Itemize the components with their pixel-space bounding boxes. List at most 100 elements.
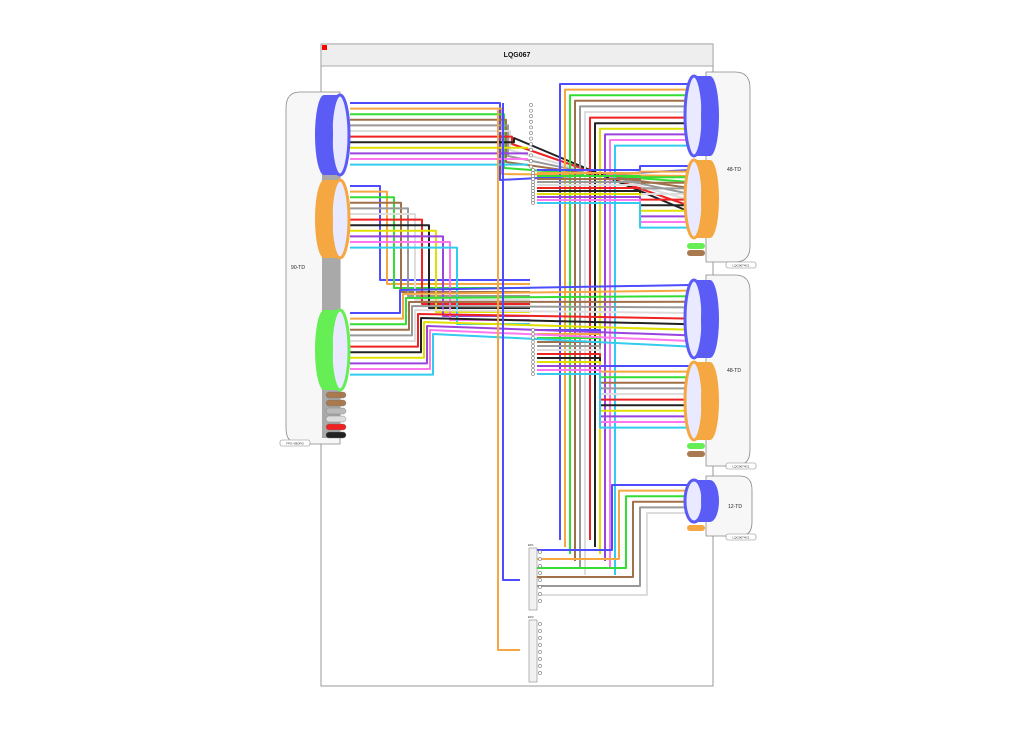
panel2-port-2[interactable]	[538, 629, 542, 633]
fiber-tube3-6[interactable]	[350, 309, 691, 342]
fiber-column-7[interactable]	[589, 116, 690, 540]
splice-point-a7[interactable]	[529, 136, 533, 141]
fiber-tube2-8[interactable]	[350, 224, 530, 309]
fiber-column-10[interactable]	[604, 133, 690, 561]
fiber-tube3-8[interactable]	[350, 317, 691, 354]
fiber-tube2-link-4[interactable]	[537, 178, 690, 184]
splice-point-a3[interactable]	[529, 114, 533, 119]
panel2-port-3[interactable]	[538, 636, 542, 640]
spare-stub-4	[325, 415, 347, 423]
right-small-cable-tag[interactable]	[725, 533, 757, 541]
splice-point-c4[interactable]	[531, 340, 535, 344]
fiber-tube2-link-2[interactable]	[537, 170, 690, 174]
fiber-column-3[interactable]	[569, 94, 690, 554]
left-tube-green-mouth	[329, 308, 351, 392]
splice-point-a1[interactable]	[529, 103, 533, 107]
right-top-cable-tag-label: LQG0674G1	[732, 264, 749, 268]
fiber-tube3-3[interactable]	[350, 295, 691, 326]
fiber-tube4-5[interactable]	[537, 506, 690, 587]
main-cable-tag[interactable]	[279, 439, 311, 447]
splice-point-c6[interactable]	[531, 348, 535, 352]
left-tube-orange	[315, 178, 351, 260]
splice-point-c3[interactable]	[531, 336, 535, 340]
fiber-tube4-3[interactable]	[537, 495, 690, 569]
fiber-column-6[interactable]	[584, 111, 690, 575]
fiber-column-1[interactable]	[559, 83, 690, 540]
right-mid-cable-tag[interactable]	[725, 462, 757, 470]
fiber-tube2-1[interactable]	[350, 185, 530, 281]
panel1-port-4[interactable]	[538, 571, 542, 575]
splice-point-a10[interactable]	[529, 153, 533, 158]
fiber-long-blue[interactable]	[502, 103, 520, 581]
splice-point-c12[interactable]	[531, 372, 535, 376]
fiber-tube2-9[interactable]	[350, 229, 530, 313]
fiber-column-11[interactable]	[609, 139, 690, 568]
splice-point-c2[interactable]	[531, 332, 535, 336]
fiber-tube4-6[interactable]	[537, 512, 690, 596]
fiber-tube3-4[interactable]	[350, 300, 691, 331]
fiber-tube3-2[interactable]	[350, 289, 691, 320]
right-mid-stub-2	[687, 451, 705, 457]
splice-point-a12[interactable]	[529, 164, 533, 169]
splice-point-c8[interactable]	[531, 356, 535, 360]
splice-point-c10[interactable]	[531, 364, 535, 368]
panel-ep2[interactable]	[528, 619, 538, 683]
splice-point-a4[interactable]	[529, 119, 533, 124]
panel1-port-2[interactable]	[538, 557, 542, 561]
right-mid-cable-label: 48-TD	[727, 368, 741, 374]
fiber-tube2-6[interactable]	[350, 213, 530, 301]
splice-point-c5[interactable]	[531, 344, 535, 348]
right-top-cable-tag[interactable]	[725, 261, 757, 269]
fiber-tube2-5[interactable]	[350, 207, 530, 297]
splice-point-a5[interactable]	[529, 125, 533, 130]
splice-point-a2[interactable]	[529, 108, 533, 113]
fiber-column-5[interactable]	[579, 105, 690, 568]
fiber-tube4-2[interactable]	[537, 489, 690, 560]
fiber-tube2-2[interactable]	[350, 190, 530, 285]
fiber-tube2-link-3[interactable]	[537, 175, 690, 179]
right-mid-tube-orange	[683, 360, 719, 442]
fiber-tube2-7[interactable]	[350, 218, 530, 305]
splice-point-c11[interactable]	[531, 368, 535, 372]
fiber-tube3-5[interactable]	[350, 305, 691, 337]
splice-point-a6[interactable]	[529, 131, 533, 135]
fiber-column-2[interactable]	[564, 88, 690, 547]
status-marker[interactable]	[322, 45, 327, 50]
fiber-tube3-9[interactable]	[350, 321, 691, 359]
panel2-port-8[interactable]	[538, 671, 542, 675]
fiber-tube3-link-12[interactable]	[537, 373, 690, 429]
left-tube-green	[315, 308, 351, 392]
fiber-tube3-12[interactable]	[350, 333, 691, 376]
panel2-port-6[interactable]	[538, 657, 542, 661]
fiber-long-orange[interactable]	[497, 110, 520, 651]
fiber-tube3-10[interactable]	[350, 325, 691, 365]
fiber-tube3-1[interactable]	[350, 284, 691, 314]
panel1-port-3[interactable]	[538, 564, 542, 568]
panel1-port-6[interactable]	[538, 585, 542, 589]
panel2-port-1[interactable]	[538, 622, 542, 626]
panel2-port-4[interactable]	[538, 643, 542, 647]
fiber-tube4-4[interactable]	[537, 500, 690, 578]
panel-ep1[interactable]	[528, 547, 538, 611]
splice-point-c7[interactable]	[531, 352, 535, 356]
fiber-tube4-1[interactable]	[537, 484, 690, 551]
fiber-tube3-11[interactable]	[350, 329, 691, 370]
splice-point-c9[interactable]	[531, 360, 535, 364]
fiber-column-4[interactable]	[574, 99, 690, 561]
panel2-port-5[interactable]	[538, 650, 542, 654]
panel1-port-5[interactable]	[538, 578, 542, 582]
fiber-tube2-link-1[interactable]	[537, 165, 690, 171]
panel1-port-8[interactable]	[538, 599, 542, 603]
fiber-tube2-link-12[interactable]	[537, 202, 690, 229]
splice-point-a9[interactable]	[529, 147, 533, 152]
splice-point-c1[interactable]	[531, 328, 535, 332]
fiber-tube3-7[interactable]	[350, 313, 691, 348]
panel1-port-7[interactable]	[538, 592, 542, 596]
fiber-column-12[interactable]	[614, 144, 690, 575]
fiber-column-8[interactable]	[594, 122, 690, 547]
splice-point-b12[interactable]	[531, 201, 535, 205]
splice-point-a8[interactable]	[529, 142, 533, 147]
splice-point-a11[interactable]	[529, 159, 533, 163]
panel1-port-1[interactable]	[538, 550, 542, 554]
panel2-port-7[interactable]	[538, 664, 542, 668]
